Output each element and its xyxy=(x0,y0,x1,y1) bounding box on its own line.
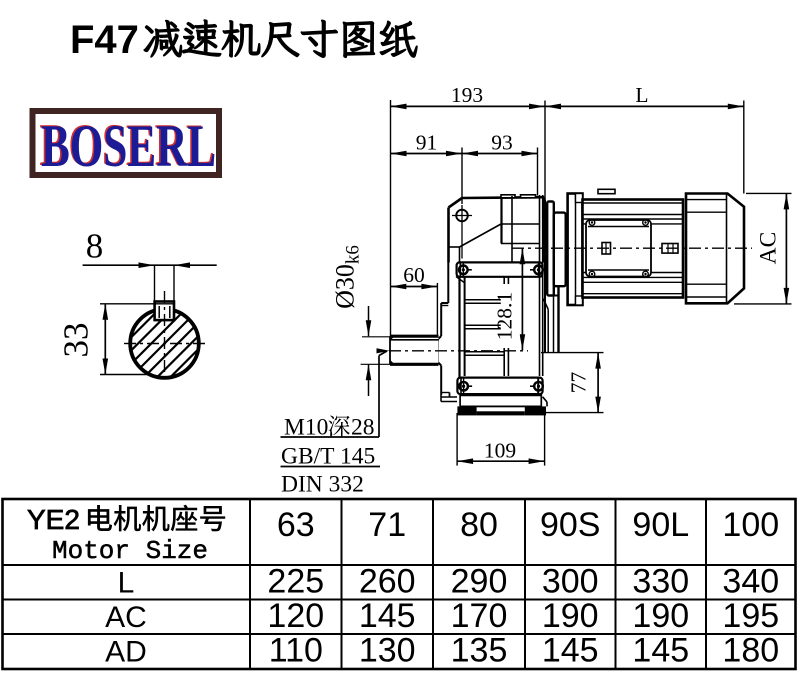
svg-text:80: 80 xyxy=(460,506,498,544)
svg-text:195: 195 xyxy=(722,597,779,635)
svg-text:128.1: 128.1 xyxy=(493,292,517,340)
svg-text:28: 28 xyxy=(351,415,375,441)
svg-text:120: 120 xyxy=(267,597,324,635)
svg-text:Motor Size: Motor Size xyxy=(52,536,208,566)
svg-text:F47: F47 xyxy=(70,18,139,62)
svg-text:71: 71 xyxy=(368,506,406,544)
svg-text:180: 180 xyxy=(722,632,779,670)
svg-text:GB/T 145: GB/T 145 xyxy=(281,444,375,470)
svg-text:260: 260 xyxy=(359,563,416,601)
svg-text:190: 190 xyxy=(632,597,689,635)
svg-text:BOSERL: BOSERL xyxy=(41,113,216,180)
svg-text:60: 60 xyxy=(403,263,425,287)
svg-text:193: 193 xyxy=(451,83,483,107)
svg-text:BOSERL: BOSERL xyxy=(39,112,214,179)
svg-text:145: 145 xyxy=(359,597,416,635)
svg-text:109: 109 xyxy=(484,439,516,463)
svg-text:190: 190 xyxy=(542,597,599,635)
svg-text:DIN 332: DIN 332 xyxy=(281,472,364,498)
svg-text:77: 77 xyxy=(567,372,591,394)
svg-text:110: 110 xyxy=(269,632,323,670)
svg-text:YE2: YE2 xyxy=(27,504,80,535)
svg-text:145: 145 xyxy=(632,632,689,670)
svg-text:145: 145 xyxy=(542,632,599,670)
svg-text:300: 300 xyxy=(542,563,599,601)
svg-text:225: 225 xyxy=(267,563,324,601)
svg-text:M10: M10 xyxy=(284,415,328,441)
svg-text:8: 8 xyxy=(86,227,104,266)
svg-text:Ø30k6: Ø30k6 xyxy=(331,245,364,309)
svg-text:33: 33 xyxy=(57,323,96,358)
svg-text:330: 330 xyxy=(632,563,689,601)
svg-text:L: L xyxy=(635,83,648,107)
svg-text:L: L xyxy=(118,567,135,600)
svg-text:135: 135 xyxy=(451,632,508,670)
svg-text:90S: 90S xyxy=(540,506,601,544)
svg-text:93: 93 xyxy=(491,131,513,155)
svg-text:290: 290 xyxy=(451,563,508,601)
svg-text:130: 130 xyxy=(359,632,416,670)
svg-text:AC: AC xyxy=(756,232,782,265)
svg-text:100: 100 xyxy=(722,506,779,544)
svg-text:90L: 90L xyxy=(632,506,689,544)
svg-text:340: 340 xyxy=(722,563,779,601)
svg-text:AD: AD xyxy=(105,636,147,669)
svg-text:91: 91 xyxy=(416,131,438,155)
svg-text:170: 170 xyxy=(451,597,508,635)
svg-text:AC: AC xyxy=(105,601,147,634)
svg-text:63: 63 xyxy=(277,506,315,544)
